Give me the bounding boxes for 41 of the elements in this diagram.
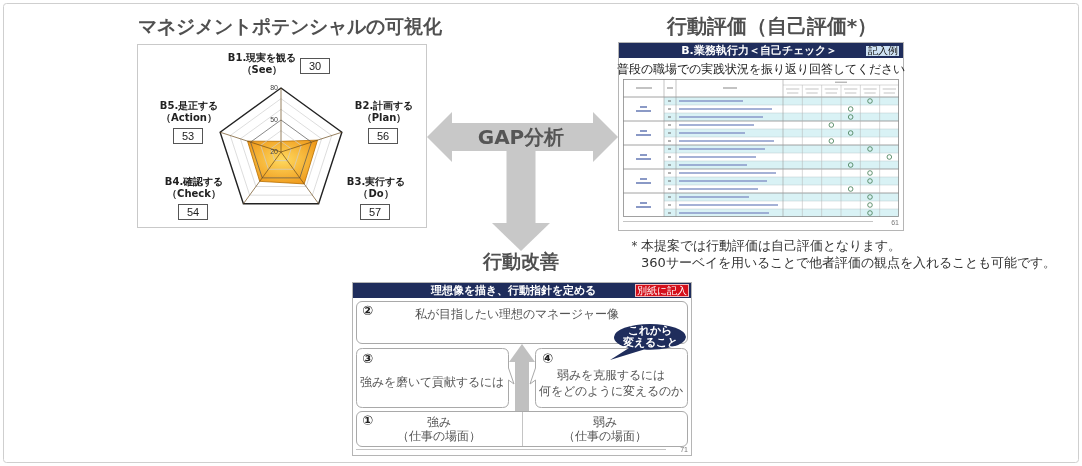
score-value: 53 (181, 129, 195, 143)
block-arrow (509, 344, 535, 411)
slide-header-bar (619, 43, 903, 58)
step-number: ③ (362, 351, 373, 366)
section-heading: マネジメントポテンシャルの可視化 (138, 14, 442, 38)
bubble-text: これから (628, 325, 672, 337)
axis-label: B5.是正する（Action） (158, 100, 220, 124)
panel-text: 弱みを克服するには (557, 368, 665, 382)
section-heading: 行動改善 (483, 251, 559, 273)
section-heading: 行動評価（自己評価*） (666, 14, 878, 38)
axis-label: B4.確認する（Check） (163, 176, 225, 200)
slide-thumbnail (352, 282, 692, 456)
panel-text: 何をどのように変えるのか (539, 384, 683, 398)
score-value: 54 (186, 205, 200, 219)
speech-bubble-panel (356, 348, 515, 408)
panel-text: 強み（仕事の場面） (396, 415, 482, 443)
score-value: 56 (376, 129, 390, 143)
speech-bubble-panel (529, 348, 688, 408)
footnote: ＊本提案では行動評価は自己評価となります。 (628, 238, 901, 254)
axis-label: B3.実行する（Do） (345, 176, 407, 200)
slide-subtitle: 普段の職場での実践状況を振り返り回答してください (617, 62, 905, 76)
axis-label: B2.計画する（Plan） (353, 100, 415, 124)
slide-header-bar (353, 283, 691, 298)
score-value: 30 (308, 59, 322, 73)
axis-label: B1.現実を観る（See） (226, 52, 298, 76)
tag-text: 記入例 (867, 46, 898, 56)
panel-text: 私が目指したい理想のマネージャー像 (415, 307, 619, 321)
tag-text: 別紙に記入 (637, 285, 687, 296)
edge-label: GAP分析 (475, 125, 567, 149)
footnote: 360サーベイを用いることで他者評価の観点を入れることも可能です。 (641, 255, 1056, 271)
slide-title: B.業務執行力＜自己チェック＞ (681, 44, 837, 57)
step-number: ② (362, 303, 373, 318)
rounded-panel (356, 411, 688, 447)
block-arrow (492, 150, 550, 251)
panel-text: 強みを磨いて貢献するには (360, 375, 504, 389)
score-value: 57 (368, 205, 382, 219)
slide-title: 理想像を描き、行動指針を定める (430, 284, 596, 297)
panel-text: 弱み（仕事の場面） (562, 415, 648, 443)
step-number: ④ (542, 351, 553, 366)
block-arrow (427, 112, 618, 162)
step-number: ① (362, 413, 373, 428)
